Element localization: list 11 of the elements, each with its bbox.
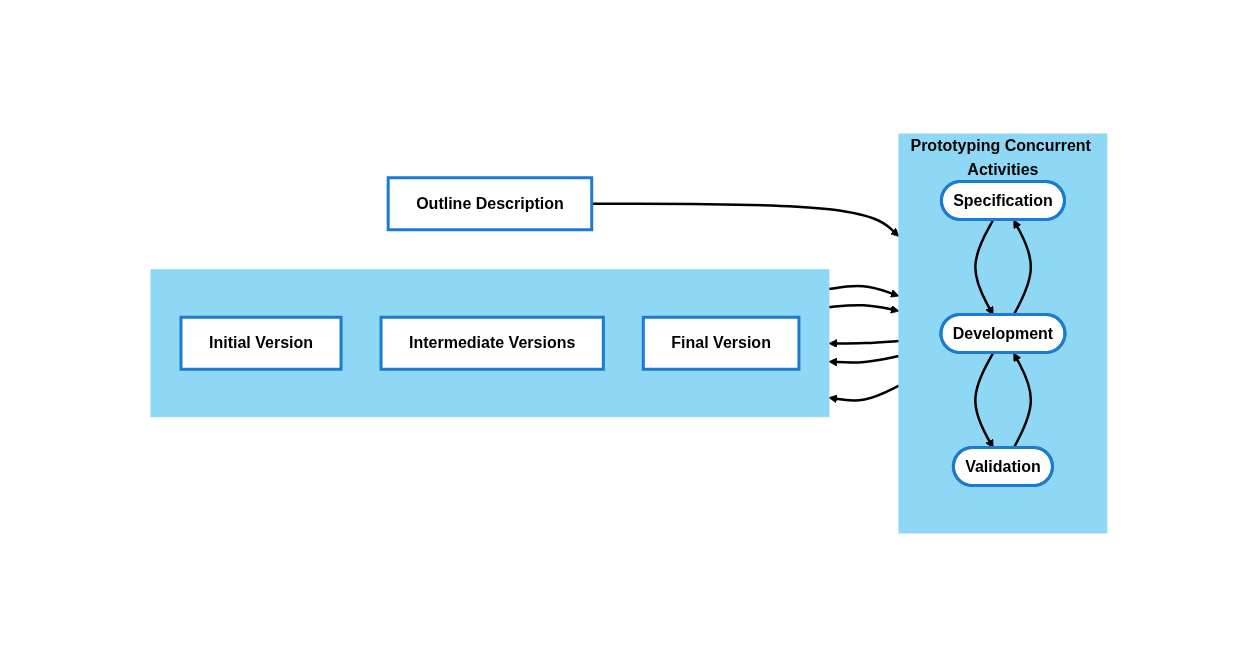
arrow (828, 284, 899, 298)
arrow (828, 384, 899, 403)
arrow (828, 338, 899, 348)
arrow (828, 354, 899, 366)
arrow (591, 202, 899, 237)
arrow (828, 303, 899, 314)
node-box: Intermediate Versions (379, 315, 605, 371)
node-box: Final Version (641, 315, 800, 371)
node-box: Outline Description (386, 175, 593, 231)
cluster (150, 268, 829, 417)
node-box: Initial Version (179, 315, 343, 371)
